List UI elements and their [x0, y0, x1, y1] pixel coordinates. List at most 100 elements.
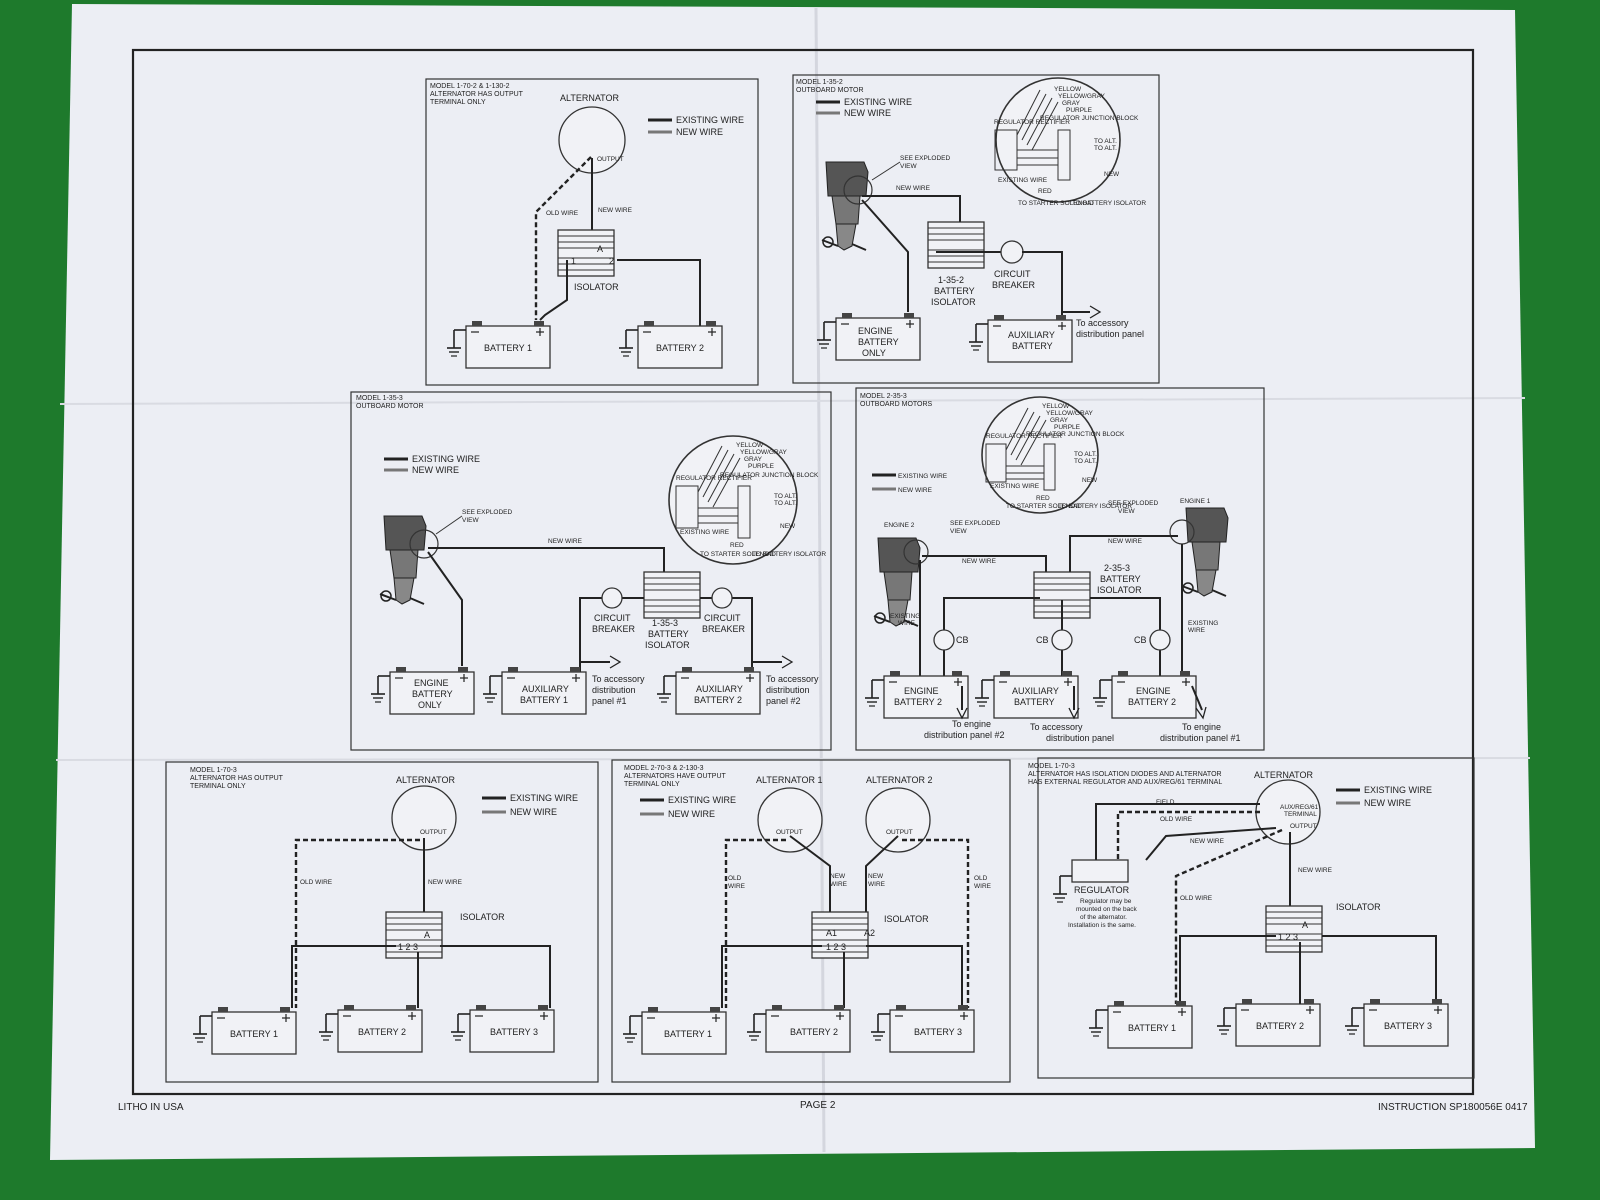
- svg-text:RED: RED: [1036, 495, 1050, 502]
- svg-text:BATTERY 1: BATTERY 1: [1128, 1023, 1176, 1033]
- svg-text:CB: CB: [1036, 635, 1049, 645]
- svg-text:1 2 3: 1 2 3: [398, 942, 418, 952]
- svg-text:RED: RED: [730, 542, 744, 549]
- diagram-model-1-70-3-a: MODEL 1-70-3 ALTERNATOR HAS OUTPUT TERMI…: [165, 761, 599, 1083]
- alternator-2-icon: [865, 787, 931, 853]
- svg-text:OLD WIRE: OLD WIRE: [1160, 816, 1193, 823]
- svg-text:CIRCUIT: CIRCUIT: [994, 269, 1031, 279]
- svg-text:TERMINAL ONLY: TERMINAL ONLY: [624, 781, 680, 788]
- diagram-model-1-70-3-b: MODEL 1-70-3 ALTERNATOR HAS ISOLATION DI…: [1028, 757, 1475, 1079]
- svg-text:BATTERY 1: BATTERY 1: [230, 1029, 278, 1039]
- svg-text:ALTERNATORS HAVE OUTPUT: ALTERNATORS HAVE OUTPUT: [624, 773, 726, 780]
- svg-text:mounted on the back: mounted on the back: [1076, 906, 1137, 913]
- svg-text:EXISTING WIRE: EXISTING WIRE: [844, 97, 912, 107]
- svg-text:ENGINE: ENGINE: [414, 678, 449, 688]
- svg-text:ENGINE: ENGINE: [858, 326, 893, 336]
- svg-text:1: 1: [571, 256, 576, 266]
- svg-text:GRAY: GRAY: [1062, 100, 1081, 107]
- svg-text:OLD WIRE: OLD WIRE: [300, 879, 333, 886]
- svg-text:NEW: NEW: [780, 523, 796, 530]
- svg-text:To accessory: To accessory: [1076, 318, 1129, 328]
- svg-text:OUTPUT: OUTPUT: [597, 156, 624, 163]
- svg-text:ALTERNATOR HAS OUTPUT: ALTERNATOR HAS OUTPUT: [430, 91, 524, 98]
- svg-text:distribution panel: distribution panel: [1046, 733, 1114, 743]
- svg-text:BATTERY: BATTERY: [934, 286, 975, 296]
- svg-text:ENGINE: ENGINE: [904, 686, 939, 696]
- svg-text:distribution: distribution: [592, 685, 636, 695]
- svg-text:ONLY: ONLY: [862, 348, 886, 358]
- svg-text:OLD: OLD: [974, 875, 988, 882]
- svg-text:OLD WIRE: OLD WIRE: [546, 210, 579, 217]
- svg-text:BREAKER: BREAKER: [992, 280, 1036, 290]
- svg-text:NEW WIRE: NEW WIRE: [844, 108, 891, 118]
- svg-text:HAS EXTERNAL REGULATOR AND AUX: HAS EXTERNAL REGULATOR AND AUX/REG/61 TE…: [1028, 779, 1222, 786]
- svg-text:TO STARTER SOLENOID: TO STARTER SOLENOID: [700, 551, 776, 558]
- svg-text:ALTERNATOR: ALTERNATOR: [396, 775, 456, 785]
- svg-text:ALTERNATOR 2: ALTERNATOR 2: [866, 775, 933, 785]
- svg-text:EXISTING WIRE: EXISTING WIRE: [680, 529, 730, 536]
- svg-text:MODEL 2-70-3 & 2-130-3: MODEL 2-70-3 & 2-130-3: [624, 765, 704, 772]
- svg-text:NEW WIRE: NEW WIRE: [898, 487, 933, 494]
- svg-text:NEW WIRE: NEW WIRE: [896, 185, 931, 192]
- svg-text:To engine: To engine: [952, 719, 991, 729]
- svg-text:EXISTING WIRE: EXISTING WIRE: [1364, 785, 1432, 795]
- svg-text:CB: CB: [1134, 635, 1147, 645]
- svg-text:REGULATOR RECTIFIER: REGULATOR RECTIFIER: [994, 119, 1070, 126]
- svg-text:MODEL 2-35-3: MODEL 2-35-3: [860, 393, 907, 400]
- svg-text:AUX/REG/61: AUX/REG/61: [1280, 804, 1319, 811]
- circuit-breaker-icon: [1149, 629, 1171, 651]
- svg-text:distribution: distribution: [766, 685, 810, 695]
- svg-text:1 2 3: 1 2 3: [1278, 932, 1298, 942]
- svg-text:OUTPUT: OUTPUT: [886, 829, 913, 836]
- svg-text:ISOLATOR: ISOLATOR: [1336, 902, 1381, 912]
- svg-text:AUXILIARY: AUXILIARY: [522, 684, 569, 694]
- svg-text:WIRE: WIRE: [728, 883, 746, 890]
- svg-text:SEE EXPLODED: SEE EXPLODED: [1108, 500, 1159, 507]
- exploded-view-icon: YELLOW YELLOW/GRAY GRAY PURPLE REGULATOR…: [981, 396, 1132, 514]
- svg-text:BATTERY 1: BATTERY 1: [484, 343, 532, 353]
- svg-text:REGULATOR JUNCTION BLOCK: REGULATOR JUNCTION BLOCK: [1026, 431, 1125, 438]
- svg-text:A: A: [1302, 920, 1308, 930]
- circuit-breaker-icon: [1000, 240, 1024, 264]
- svg-text:OUTPUT: OUTPUT: [420, 829, 447, 836]
- svg-text:TERMINAL: TERMINAL: [1284, 811, 1317, 818]
- svg-text:BATTERY 3: BATTERY 3: [1384, 1021, 1432, 1031]
- svg-text:YELLOW/GRAY: YELLOW/GRAY: [1058, 93, 1106, 100]
- svg-text:ISOLATOR: ISOLATOR: [884, 914, 929, 924]
- svg-text:OUTPUT: OUTPUT: [1290, 823, 1317, 830]
- svg-text:To accessory: To accessory: [766, 674, 819, 684]
- exploded-view-icon: YELLOW YELLOW/GRAY GRAY PURPLE REGULATOR…: [668, 435, 826, 565]
- svg-text:NEW WIRE: NEW WIRE: [510, 807, 557, 817]
- svg-text:NEW WIRE: NEW WIRE: [1108, 538, 1143, 545]
- circuit-breaker-icon: [1051, 629, 1073, 651]
- svg-text:TERMINAL ONLY: TERMINAL ONLY: [430, 99, 486, 106]
- svg-text:ALTERNATOR HAS OUTPUT: ALTERNATOR HAS OUTPUT: [190, 775, 284, 782]
- svg-text:REGULATOR RECTIFIER: REGULATOR RECTIFIER: [986, 433, 1062, 440]
- diagram-model-1-70-2: MODEL 1-70-2 & 1-130-2 ALTERNATOR HAS OU…: [425, 78, 759, 386]
- svg-text:of the alternator.: of the alternator.: [1080, 914, 1127, 921]
- svg-text:ALTERNATOR 1: ALTERNATOR 1: [756, 775, 823, 785]
- svg-text:BREAKER: BREAKER: [592, 624, 636, 634]
- svg-text:ISOLATOR: ISOLATOR: [574, 282, 619, 292]
- svg-text:BATTERY 2: BATTERY 2: [790, 1027, 838, 1037]
- svg-text:VIEW: VIEW: [950, 528, 967, 535]
- svg-text:ENGINE 1: ENGINE 1: [1180, 498, 1211, 505]
- svg-text:BATTERY: BATTERY: [858, 337, 899, 347]
- exploded-view-icon: YELLOW YELLOW/GRAY GRAY PURPLE REGULATOR…: [994, 77, 1146, 207]
- svg-text:2: 2: [609, 256, 614, 266]
- svg-text:RED: RED: [1038, 188, 1052, 195]
- svg-text:NEW WIRE: NEW WIRE: [428, 879, 463, 886]
- svg-text:AUXILIARY: AUXILIARY: [1008, 330, 1055, 340]
- svg-text:ISOLATOR: ISOLATOR: [460, 912, 505, 922]
- svg-text:MODEL 1-70-3: MODEL 1-70-3: [1028, 763, 1075, 770]
- svg-text:ALTERNATOR HAS ISOLATION DIODE: ALTERNATOR HAS ISOLATION DIODES AND ALTE…: [1028, 771, 1222, 778]
- svg-text:Installation is the same.: Installation is the same.: [1068, 922, 1136, 929]
- svg-text:EXISTING WIRE: EXISTING WIRE: [990, 483, 1040, 490]
- svg-text:BATTERY 2: BATTERY 2: [1256, 1021, 1304, 1031]
- svg-text:NEW WIRE: NEW WIRE: [1298, 867, 1333, 874]
- svg-text:REGULATOR JUNCTION BLOCK: REGULATOR JUNCTION BLOCK: [1040, 115, 1139, 122]
- svg-text:TO ALT.: TO ALT.: [774, 500, 797, 507]
- svg-text:GRAY: GRAY: [744, 456, 763, 463]
- svg-text:1 2 3: 1 2 3: [826, 942, 846, 952]
- svg-text:EXISTING WIRE: EXISTING WIRE: [898, 473, 948, 480]
